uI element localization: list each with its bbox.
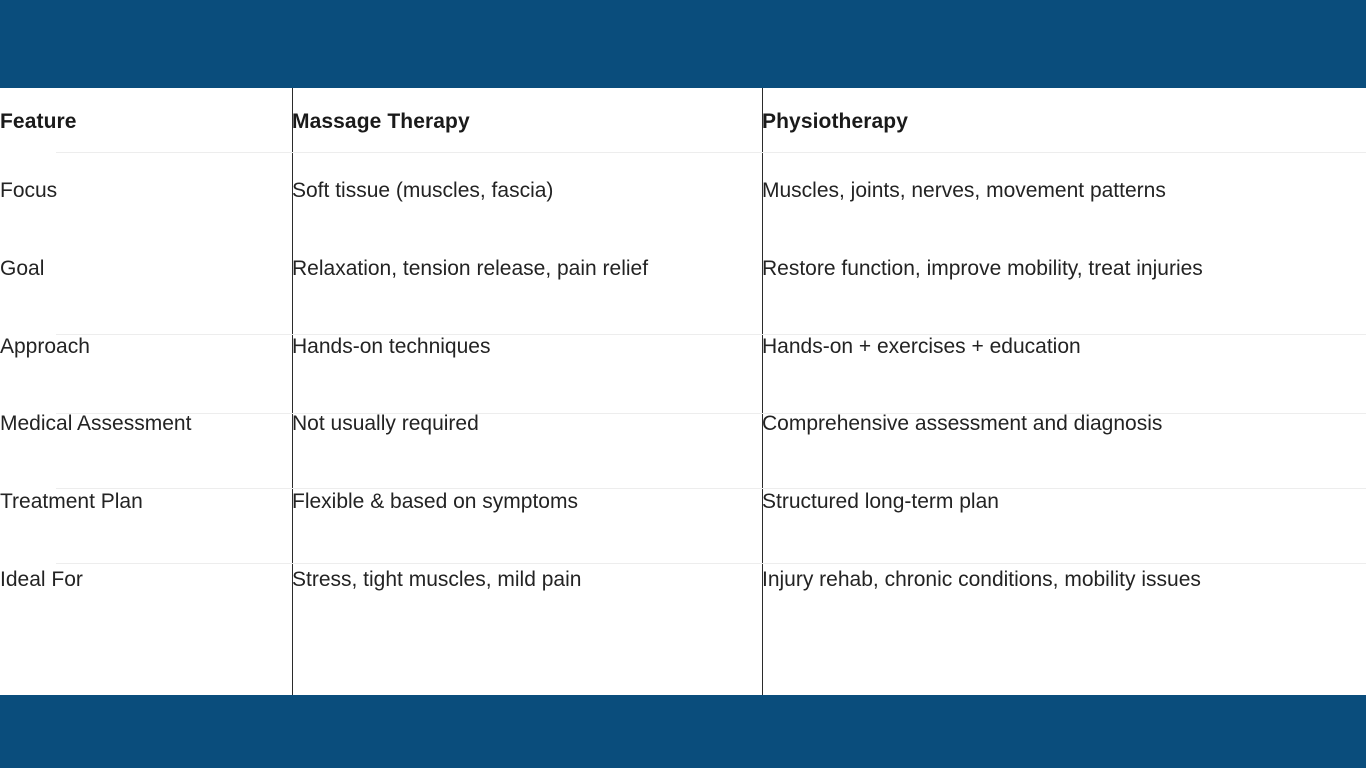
table-row: Ideal For Stress, tight muscles, mild pa… xyxy=(0,541,1366,619)
row-divider-2 xyxy=(56,413,1366,414)
cell-feature: Goal xyxy=(0,256,45,280)
cell-massage: Stress, tight muscles, mild pain xyxy=(292,568,582,592)
cell-feature: Ideal For xyxy=(0,568,83,592)
cell-massage: Hands-on techniques xyxy=(292,334,491,358)
column-header-massage-therapy: Massage Therapy xyxy=(292,110,470,133)
table-header: Feature Massage Therapy Physiotherapy xyxy=(0,88,1366,152)
cell-feature: Treatment Plan xyxy=(0,490,143,514)
comparison-table-area: Feature Massage Therapy Physiotherapy Fo… xyxy=(0,88,1366,695)
table-row: Treatment Plan Flexible & based on sympt… xyxy=(0,463,1366,541)
top-accent-band xyxy=(0,0,1366,88)
row-divider-header xyxy=(56,152,1366,153)
column-divider-1 xyxy=(292,88,293,695)
row-divider-4 xyxy=(56,563,1366,564)
column-divider-2 xyxy=(762,88,763,695)
cell-feature: Focus xyxy=(0,179,58,202)
cell-feature: Medical Assessment xyxy=(0,412,192,436)
cell-physiotherapy: Injury rehab, chronic conditions, mobili… xyxy=(762,568,1201,592)
cell-physiotherapy: Structured long-term plan xyxy=(762,490,999,514)
bottom-accent-band xyxy=(0,695,1366,768)
cell-physiotherapy: Comprehensive assessment and diagnosis xyxy=(762,412,1163,436)
table-row: Goal Relaxation, tension release, pain r… xyxy=(0,230,1366,308)
comparison-table: Feature Massage Therapy Physiotherapy Fo… xyxy=(0,88,1366,619)
cell-massage: Soft tissue (muscles, fascia) xyxy=(292,179,554,202)
cell-feature: Approach xyxy=(0,334,90,358)
cell-physiotherapy: Restore function, improve mobility, trea… xyxy=(762,256,1203,280)
table-row: Medical Assessment Not usually required … xyxy=(0,385,1366,463)
cell-physiotherapy: Hands-on + exercises + education xyxy=(762,334,1081,358)
table-header-row: Feature Massage Therapy Physiotherapy xyxy=(0,88,1366,152)
cell-massage: Relaxation, tension release, pain relief xyxy=(292,256,649,280)
table-body: Focus Soft tissue (muscles, fascia) Musc… xyxy=(0,152,1366,619)
table-row: Approach Hands-on techniques Hands-on + … xyxy=(0,308,1366,386)
row-divider-1 xyxy=(56,334,1366,335)
column-header-physiotherapy: Physiotherapy xyxy=(762,110,909,133)
column-header-feature: Feature xyxy=(0,110,77,133)
cell-massage: Not usually required xyxy=(292,412,479,436)
table-row: Focus Soft tissue (muscles, fascia) Musc… xyxy=(0,152,1366,230)
cell-massage: Flexible & based on symptoms xyxy=(292,490,578,514)
row-divider-3 xyxy=(56,488,1366,489)
cell-physiotherapy: Muscles, joints, nerves, movement patter… xyxy=(762,179,1166,202)
